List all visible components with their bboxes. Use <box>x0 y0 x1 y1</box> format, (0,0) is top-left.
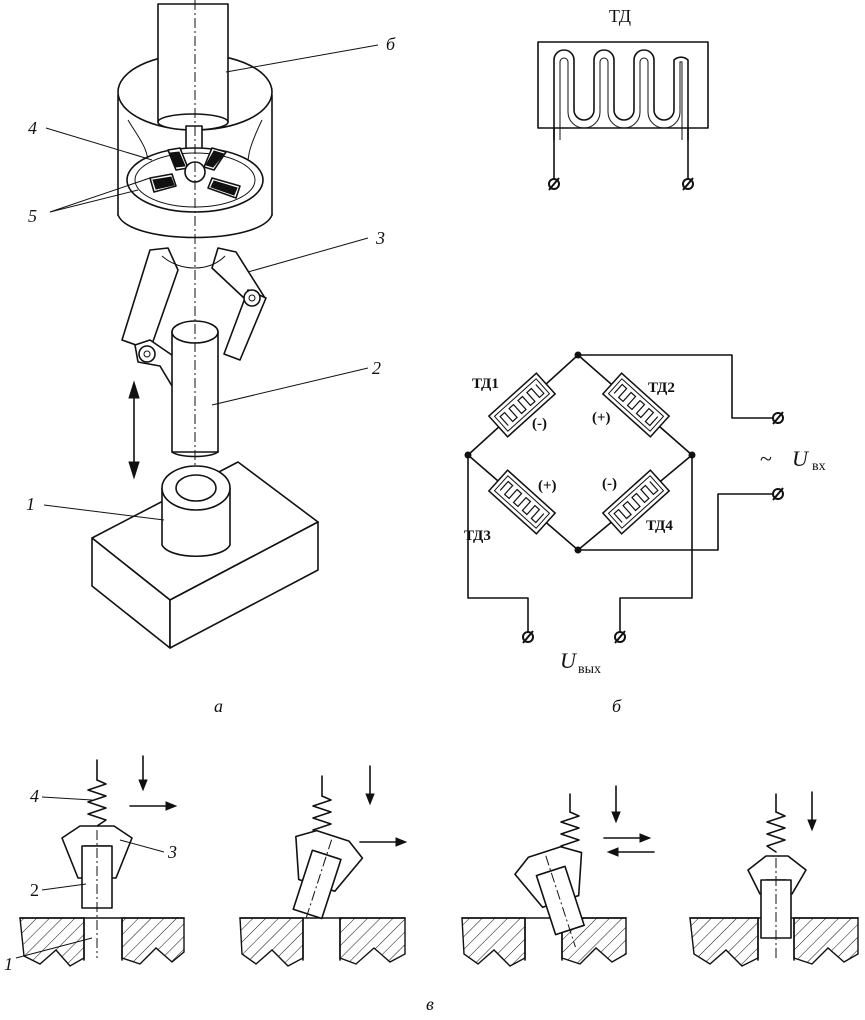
label-6: б <box>386 34 396 54</box>
input-tilde: ~ <box>760 446 772 471</box>
panel-b-circuit: ТД <box>464 6 826 716</box>
output-voltage-symbol: U <box>560 648 578 673</box>
wheatstone-bridge <box>464 351 784 644</box>
plate-stage-1 <box>19 917 185 967</box>
sign-td3: (+) <box>538 478 557 494</box>
bushing <box>161 465 231 558</box>
label-td1: ТД1 <box>472 376 499 392</box>
label-td4: ТД4 <box>646 518 673 534</box>
input-voltage-sub: вх <box>812 459 826 474</box>
leader-lines-v <box>15 796 165 959</box>
input-voltage-symbol: U <box>792 446 810 471</box>
sign-td4: (-) <box>602 476 617 492</box>
panel-a-gripper: б 4 5 3 2 1 а <box>26 0 396 716</box>
label-3: 3 <box>375 228 385 248</box>
vertical-motion-arrow <box>128 380 140 480</box>
label-5: 5 <box>28 206 37 226</box>
gripper-stage-3 <box>514 785 655 948</box>
gripper-jaws <box>121 247 267 389</box>
label-v-2: 2 <box>30 880 39 900</box>
plate-stage-2 <box>239 917 406 967</box>
sensor-title: ТД <box>609 6 631 26</box>
gripper-stage-1 <box>61 755 178 958</box>
label-v-4: 4 <box>30 786 39 806</box>
label-2: 2 <box>372 358 381 378</box>
strain-sensor <box>537 41 709 191</box>
sign-td2: (+) <box>592 410 611 426</box>
gripper-stage-4 <box>747 791 817 960</box>
caption-b: б <box>612 696 622 716</box>
output-voltage-sub: вых <box>578 662 601 677</box>
panel-v-sequence: 4 3 2 1 в <box>4 755 859 1014</box>
sign-td1: (-) <box>532 416 547 432</box>
label-v-1: 1 <box>4 954 13 974</box>
upper-rod <box>157 3 229 167</box>
label-td2: ТД2 <box>648 380 675 396</box>
label-1: 1 <box>26 494 35 514</box>
plate-stage-3 <box>461 917 627 967</box>
leader-lines-a <box>43 44 379 521</box>
gripper-stage-2 <box>292 765 408 920</box>
label-4: 4 <box>28 118 37 138</box>
caption-a: а <box>214 696 223 716</box>
plate-stage-4 <box>689 917 859 967</box>
label-td3: ТД3 <box>464 528 491 544</box>
label-v-3: 3 <box>167 842 177 862</box>
caption-v: в <box>426 994 434 1014</box>
